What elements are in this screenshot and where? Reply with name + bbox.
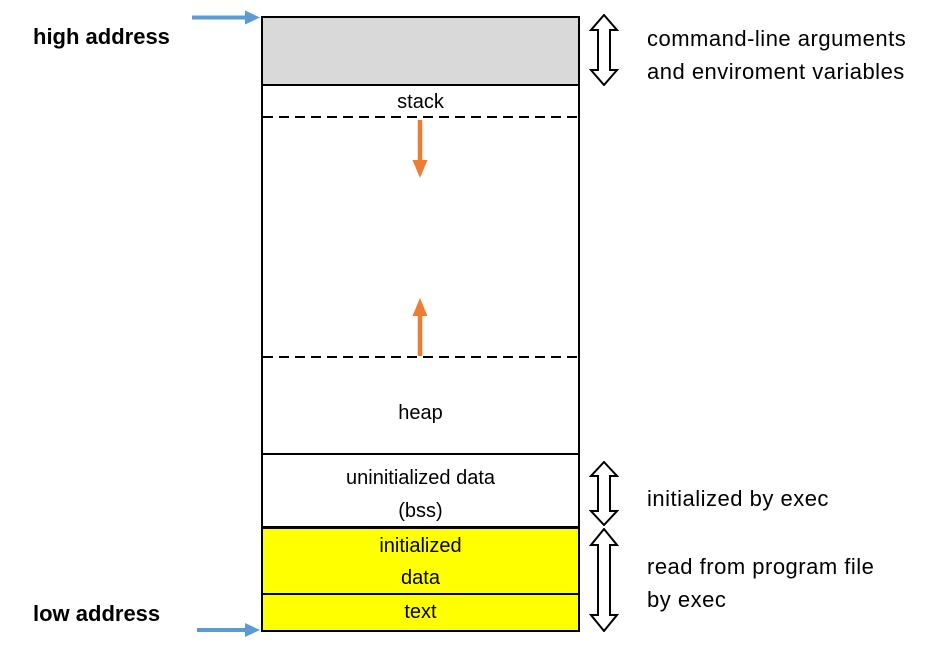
bss-label-line2: (bss)	[398, 500, 443, 522]
heap-label: heap	[398, 402, 443, 424]
section-bss: uninitialized data (bss)	[263, 455, 578, 526]
bss-label-line1: uninitialized data	[346, 467, 495, 489]
initialized-data-label-line2: data	[401, 567, 440, 589]
args-env-annotation-line2: and enviroment variables	[647, 59, 905, 84]
section-heap: heap	[263, 358, 578, 455]
section-free-space	[263, 118, 578, 356]
low-address-label: low address	[33, 601, 161, 626]
program-file-annotation-line1: read from program file	[647, 554, 875, 579]
memory-box: stack heap uninitialized data (bss) init…	[261, 16, 580, 632]
section-initialized-data: initialized data	[263, 526, 578, 595]
high-address-arrow-icon	[192, 10, 260, 25]
stack-growth-down-arrow-icon	[412, 120, 428, 178]
program-file-annotation: read from program file by exec	[647, 550, 874, 616]
high-address-label: high address	[33, 24, 170, 49]
stack-label: stack	[397, 91, 444, 113]
stack-boundary-dashed-line	[263, 116, 578, 118]
bss-annotation: initialized by exec	[647, 486, 829, 511]
args-env-extent-double-arrow-icon	[589, 14, 619, 86]
program-file-annotation-line2: by exec	[647, 587, 727, 612]
args-env-annotation: command-line arguments and enviroment va…	[647, 22, 906, 88]
bss-extent-double-arrow-icon	[589, 461, 619, 526]
section-text: text	[263, 595, 578, 630]
low-address-arrow-icon	[197, 623, 260, 637]
program-file-extent-double-arrow-icon	[589, 528, 619, 632]
heap-growth-up-arrow-icon	[412, 298, 428, 356]
heap-boundary-dashed-line	[263, 356, 578, 358]
initialized-data-label-line1: initialized	[379, 535, 462, 557]
section-stack: stack	[263, 86, 578, 116]
args-env-annotation-line1: command-line arguments	[647, 26, 907, 51]
text-segment-label: text	[404, 601, 437, 623]
section-args-env	[263, 18, 578, 86]
